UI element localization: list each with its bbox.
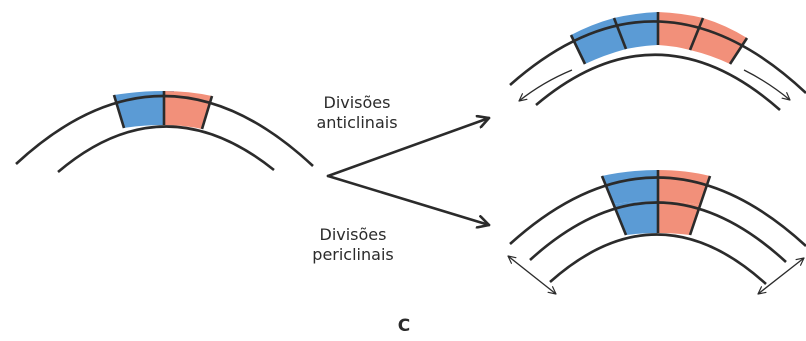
- anticlinal-label-line-1: Divisões: [323, 93, 391, 112]
- periclinal-cell-red-bottom: [658, 201, 700, 235]
- branch-arrows: [326, 118, 491, 225]
- initial-arc: [15, 91, 314, 173]
- anticlinal-wall-1: [569, 34, 587, 65]
- curved-arrow-icon: [743, 69, 791, 101]
- initial-inner-wall: [57, 125, 275, 173]
- anticlinal-divisions-label: Divisões anticlinais: [296, 93, 418, 133]
- double-headed-arrow-icon: [757, 257, 805, 295]
- arrow-icon: [326, 174, 491, 225]
- anticlinal-result: [509, 12, 806, 111]
- periclinal-label-line-1: Divisões: [319, 225, 387, 244]
- curved-arrow-icon: [518, 69, 573, 102]
- periclinal-label-line-2: periclinais: [312, 245, 394, 264]
- anticlinal-wall-4: [688, 17, 705, 51]
- arrow-icon: [326, 118, 491, 178]
- periclinal-divisions-label: Divisões periclinais: [292, 225, 414, 265]
- periclinal-result: [507, 170, 806, 295]
- initial-wall-left: [112, 94, 126, 129]
- initial-wall-right: [200, 95, 214, 130]
- periclinal-wall-left: [600, 175, 628, 236]
- periclinal-wall-right: [688, 175, 712, 236]
- anticlinal-wall-2: [612, 17, 628, 50]
- anticlinal-label-line-2: anticlinais: [316, 113, 398, 132]
- anticlinal-cell-blue-1: [571, 18, 626, 64]
- double-headed-arrow-icon: [507, 255, 557, 295]
- periclinal-inner-wall: [549, 233, 767, 285]
- anticlinal-inner-wall: [535, 53, 781, 111]
- panel-label: C: [397, 316, 411, 336]
- periclinal-cell-blue-bottom: [614, 201, 658, 235]
- anticlinal-wall-5: [728, 37, 749, 65]
